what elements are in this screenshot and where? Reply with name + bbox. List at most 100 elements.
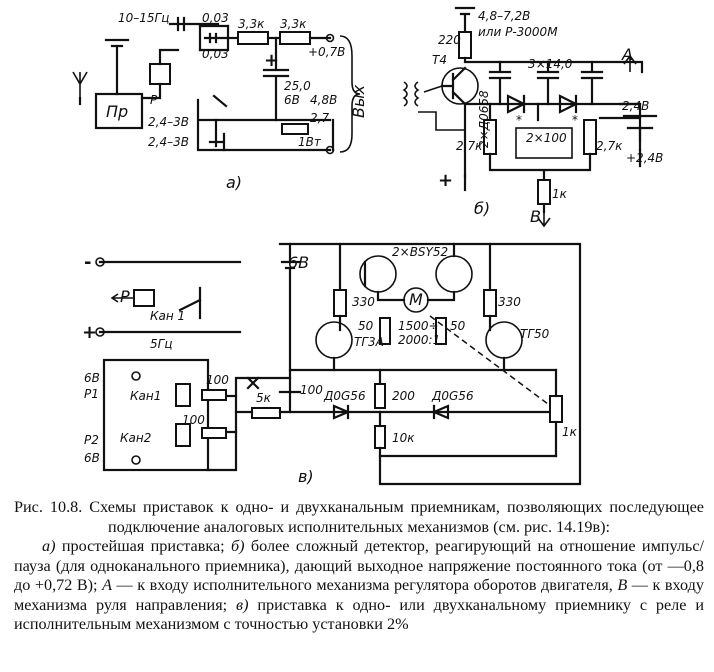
mechanical-link bbox=[429, 315, 549, 405]
voltage-label-2: 2,4–3В bbox=[148, 135, 189, 149]
diagram-v: - + М bbox=[82, 242, 582, 486]
diodes-label: 2×Д0658 bbox=[477, 90, 491, 148]
relay-panel bbox=[102, 358, 210, 472]
caps-label: 3×14,0 bbox=[528, 57, 573, 71]
kan1-label: Кан1 bbox=[130, 389, 161, 403]
item-v-text: приставка к одно- или двухканальному при… bbox=[14, 595, 704, 634]
v-plus2-label: +2,4В bbox=[626, 151, 663, 165]
asterisk-1: * bbox=[516, 113, 522, 127]
supply-label: 4,8–7,2В bbox=[478, 9, 530, 23]
caps-block bbox=[515, 127, 573, 159]
r1k-label: 1к bbox=[562, 425, 578, 439]
diode1-label: Д0G56 bbox=[323, 389, 366, 403]
resistor-50-left bbox=[379, 317, 391, 345]
ratio-label-1: 1500÷ bbox=[398, 319, 439, 333]
transistor-tg3a bbox=[315, 321, 353, 359]
item-B-text: — к входу механизма руля направления; bbox=[14, 576, 704, 614]
resistor-100-b bbox=[201, 427, 227, 439]
receiver-label: Пр bbox=[106, 102, 128, 121]
output-bracket bbox=[339, 35, 361, 153]
diagram-b: + 220 4,8–7,2В или Р-3000М Т4 2×Д0658 3×… bbox=[402, 6, 663, 228]
transistors-top-label: 2×BSY52 bbox=[392, 245, 448, 259]
asterisk-2: * bbox=[572, 113, 578, 127]
antenna-icon bbox=[72, 71, 88, 98]
battery-label: 6В bbox=[288, 253, 309, 272]
r-top-label: 220 bbox=[438, 33, 461, 47]
svg-text:+: + bbox=[264, 50, 279, 71]
r50b-label: 50 bbox=[450, 319, 466, 333]
p2-label: Р2 bbox=[84, 433, 99, 447]
svg-text:-: - bbox=[84, 252, 91, 273]
r50a-label: 50 bbox=[358, 319, 374, 333]
svg-text:+: + bbox=[82, 322, 97, 343]
resistor-1k bbox=[537, 179, 551, 205]
item-b-text: более сложный детектор, реагирующий на о… bbox=[14, 537, 704, 594]
item-a-text: простейшая приставка; bbox=[55, 537, 232, 555]
item-v-label: в) bbox=[236, 595, 249, 614]
p1-voltage-label: 6В bbox=[84, 371, 100, 385]
diode-2 bbox=[558, 94, 579, 114]
freq-label: 10–15Гц bbox=[118, 11, 169, 25]
resistor-3-3k-a bbox=[237, 31, 269, 45]
output-b-label: В bbox=[530, 207, 541, 226]
kan2-label: Кан2 bbox=[120, 431, 151, 445]
p2-voltage-label: 6В bbox=[84, 451, 100, 465]
item-A-text: — к входу исполнительного механизма регу… bbox=[111, 576, 618, 594]
r100a-label: 100 bbox=[206, 373, 229, 387]
minus-terminal-1[interactable] bbox=[95, 257, 105, 267]
r200-label: 200 bbox=[392, 389, 415, 403]
relay-label: Р bbox=[150, 93, 158, 107]
item-A-label: А bbox=[102, 576, 112, 594]
r-left-label: 2,7к bbox=[456, 139, 483, 153]
r-bottom-label: 1к bbox=[552, 187, 568, 201]
cap3-voltage-label: 6В bbox=[284, 93, 300, 107]
caps-label-2: 2×100 bbox=[526, 131, 567, 145]
receiver-box bbox=[94, 92, 144, 130]
v-plus-label: 2,4В bbox=[622, 99, 649, 113]
resistor-2-7k-right bbox=[583, 119, 597, 155]
r2-label: 3,3к bbox=[280, 17, 307, 31]
cap-label-1: 0,03 bbox=[202, 11, 229, 25]
plus-terminal-2[interactable] bbox=[131, 455, 141, 465]
battery-label: 4,8В bbox=[310, 93, 337, 107]
out-plus-label: +0,7В bbox=[308, 45, 345, 59]
caption-body: а) простейшая приставка; б) более сложны… bbox=[14, 537, 704, 635]
sublabel-b: б) bbox=[474, 199, 490, 218]
resistor-330-left bbox=[333, 289, 347, 317]
relay-p-label: Р bbox=[120, 287, 130, 306]
diagram-a: Пр + а) 10–15Гц 0,03 0,03 3,3к 3 bbox=[72, 11, 368, 192]
resistor-50-right bbox=[435, 317, 447, 345]
r330a-label: 330 bbox=[352, 295, 375, 309]
minus-terminal-2[interactable] bbox=[131, 371, 141, 381]
t-left-label: ТГ3А bbox=[354, 335, 384, 349]
item-B-label: В bbox=[617, 576, 628, 594]
power-label: 1Вт bbox=[298, 135, 322, 149]
ratio-label-2: 2000:1 bbox=[398, 333, 440, 347]
p1-label: Р1 bbox=[84, 387, 99, 401]
r-right-label: 2,7к bbox=[596, 139, 623, 153]
svg-text:+: + bbox=[438, 170, 453, 191]
item-a-label: а) bbox=[42, 537, 56, 555]
relay-coil-v bbox=[133, 289, 155, 307]
resistor-3-3k-b bbox=[279, 31, 311, 45]
resistor-330-right bbox=[483, 289, 497, 317]
resistor-100-a bbox=[201, 389, 227, 401]
plus-terminal-1[interactable] bbox=[95, 327, 105, 337]
r10k-label: 10к bbox=[392, 431, 415, 445]
cap-label-2: 0,03 bbox=[202, 47, 229, 61]
resistor-5k bbox=[251, 407, 281, 419]
resistor-10k bbox=[374, 425, 386, 449]
output-plus-terminal[interactable] bbox=[325, 33, 335, 43]
caption-title: Рис. 10.8. Схемы приставок к одно- и дву… bbox=[14, 498, 704, 536]
r5k-label: 5к bbox=[256, 391, 272, 405]
diode-d0g56-left bbox=[332, 404, 351, 420]
t-right-label: ТГ50 bbox=[520, 327, 550, 341]
transistor-tg50 bbox=[485, 321, 523, 359]
sublabel-a: а) bbox=[226, 173, 242, 192]
r1-label: 3,3к bbox=[238, 17, 265, 31]
cap3-label: 25,0 bbox=[284, 79, 311, 93]
resistor-1k-v bbox=[549, 395, 563, 423]
output-a-arrow bbox=[623, 54, 637, 72]
r3-label: 2,7 bbox=[310, 111, 329, 125]
